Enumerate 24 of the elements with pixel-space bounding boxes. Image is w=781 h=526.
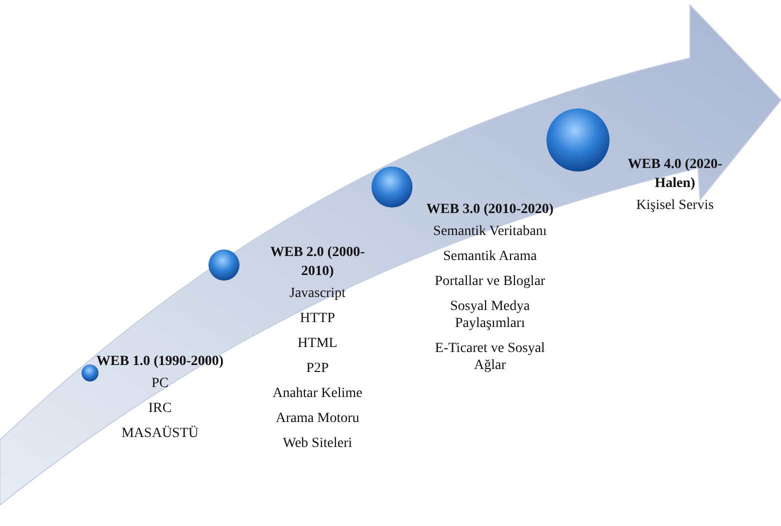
sphere-marker: [371, 166, 413, 208]
era-heading: WEB 4.0 (2020-Halen): [626, 156, 724, 193]
technology-item: Anahtar Kelime: [272, 385, 364, 402]
technology-item: Semantik Veritabanı: [432, 223, 548, 240]
sphere-marker: [546, 108, 610, 172]
technology-item: Javascript: [288, 285, 346, 302]
technology-item: E-Ticaret ve Sosyal Ağlar: [434, 340, 546, 374]
technology-item: Kişisel Servis: [635, 197, 715, 214]
sphere-marker: [208, 249, 240, 281]
sphere-marker: [81, 364, 99, 382]
technology-item: HTML: [296, 335, 338, 352]
technology-item: Semantik Arama: [442, 248, 538, 265]
technology-item: IRC: [147, 400, 173, 417]
technology-item: PC: [150, 375, 170, 392]
technology-item: HTTP: [299, 310, 336, 327]
era-heading: WEB 2.0 (2000-2010): [269, 244, 366, 281]
technology-item: Arama Motoru: [274, 410, 360, 427]
technology-item: Sosyal Medya Paylaşımları: [449, 298, 531, 332]
technology-item: P2P: [305, 360, 330, 377]
technology-item: Portallar ve Bloglar: [434, 273, 546, 290]
era-heading: WEB 1.0 (1990-2000): [95, 353, 225, 371]
era-heading: WEB 3.0 (2010-2020): [425, 201, 555, 219]
technology-item: Web Siteleri: [282, 435, 354, 452]
technology-item: MASAÜSTÜ: [120, 425, 200, 442]
